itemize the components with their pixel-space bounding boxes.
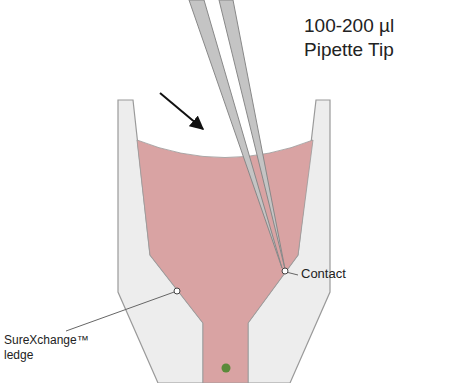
ledge-point	[174, 288, 180, 294]
pipette-tip	[219, 0, 285, 269]
bead	[222, 364, 231, 373]
ledge-label: SureXchange™ ledge	[4, 333, 96, 363]
contact-label: Contact	[301, 266, 371, 282]
pipette-label: 100-200 µl Pipette Tip	[304, 14, 429, 62]
contact-point	[282, 268, 288, 274]
liquid	[137, 140, 313, 383]
leader-line	[66, 291, 177, 331]
direction-arrow	[160, 93, 203, 129]
